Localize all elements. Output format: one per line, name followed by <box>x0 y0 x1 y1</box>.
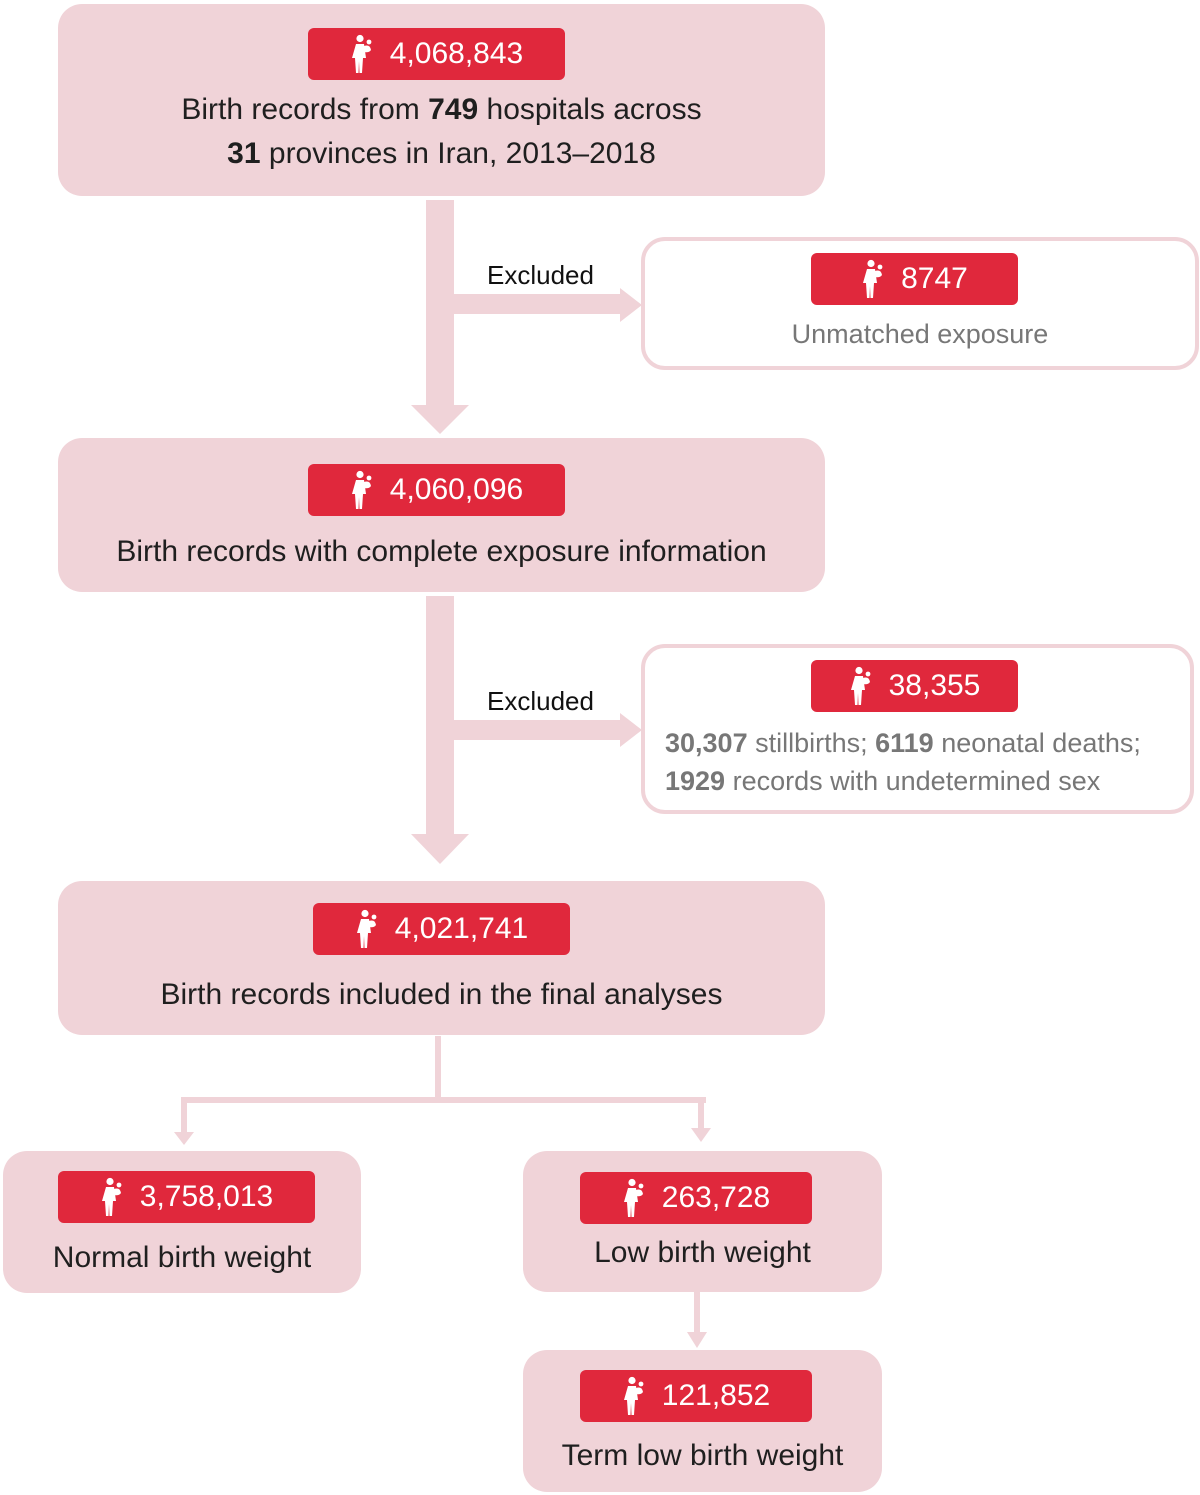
count-value: 263,728 <box>661 1181 771 1214</box>
box-excluded-unmatched: 8747 Unmatched exposure <box>641 237 1199 370</box>
box-description: Birth records with complete exposure inf… <box>116 535 767 568</box>
count-value: 4,021,741 <box>394 912 529 945</box>
box-description: Term low birth weight <box>561 1439 844 1472</box>
box-complete-exposure: 4,060,096 Birth records with complete ex… <box>58 438 825 592</box>
box-description: Normal birth weight <box>52 1241 312 1274</box>
box-description: Low birth weight <box>594 1236 811 1269</box>
box-description: 30,307 stillbirths; 6119 neonatal deaths… <box>665 724 1190 800</box>
box-term-low-birth-weight: 121,852 Term low birth weight <box>523 1350 882 1492</box>
count-value: 121,852 <box>661 1379 771 1412</box>
mother-child-icon <box>861 259 887 299</box>
count-badge: 3,758,013 <box>58 1171 315 1223</box>
box-normal-birth-weight: 3,758,013 Normal birth weight <box>3 1151 361 1293</box>
mother-child-icon <box>350 34 376 74</box>
box-description: Unmatched exposure <box>791 319 1049 349</box>
count-badge: 38,355 <box>811 660 1018 712</box>
box-description: Birth records from 749 hospitals across … <box>58 88 825 176</box>
count-value: 4,068,843 <box>389 37 524 70</box>
mother-child-icon <box>100 1177 126 1217</box>
count-badge: 4,021,741 <box>313 903 570 955</box>
box-birth-records: 4,068,843 Birth records from 749 hospita… <box>58 4 825 196</box>
text-bold: 30,307 <box>665 728 748 758</box>
count-badge: 4,060,096 <box>308 464 565 516</box>
text-bold: 6119 <box>875 728 934 758</box>
count-value: 38,355 <box>888 669 981 702</box>
text-part: records with undetermined sex <box>725 766 1101 796</box>
count-badge: 121,852 <box>580 1370 812 1422</box>
mother-child-icon <box>350 470 376 510</box>
text-bold: 1929 <box>665 766 726 796</box>
count-badge: 263,728 <box>580 1172 812 1224</box>
box-final-analyses: 4,021,741 Birth records included in the … <box>58 881 825 1035</box>
excluded-label: Excluded <box>487 260 594 290</box>
count-value: 8747 <box>901 262 968 295</box>
mother-child-icon <box>622 1376 648 1416</box>
box-low-birth-weight: 263,728 Low birth weight <box>523 1151 882 1292</box>
text-part: hospitals across <box>478 93 702 126</box>
count-badge: 4,068,843 <box>308 28 565 80</box>
count-value: 4,060,096 <box>389 473 524 506</box>
text-bold: 31 <box>227 137 261 170</box>
text-part: stillbirths; <box>747 728 876 758</box>
text-part: Birth records from <box>181 93 429 126</box>
box-description: Birth records included in the final anal… <box>160 978 723 1011</box>
count-value: 3,758,013 <box>139 1180 274 1213</box>
mother-child-icon <box>622 1178 648 1218</box>
text-bold: 749 <box>428 93 479 126</box>
excluded-label: Excluded <box>487 686 594 716</box>
text-part: neonatal deaths; <box>933 728 1141 758</box>
text-part: provinces in Iran, 2013–2018 <box>260 137 656 170</box>
mother-child-icon <box>355 909 381 949</box>
count-badge: 8747 <box>811 253 1018 305</box>
mother-child-icon <box>849 666 875 706</box>
box-excluded-deaths: 38,355 30,307 stillbirths; 6119 neonatal… <box>641 644 1194 814</box>
